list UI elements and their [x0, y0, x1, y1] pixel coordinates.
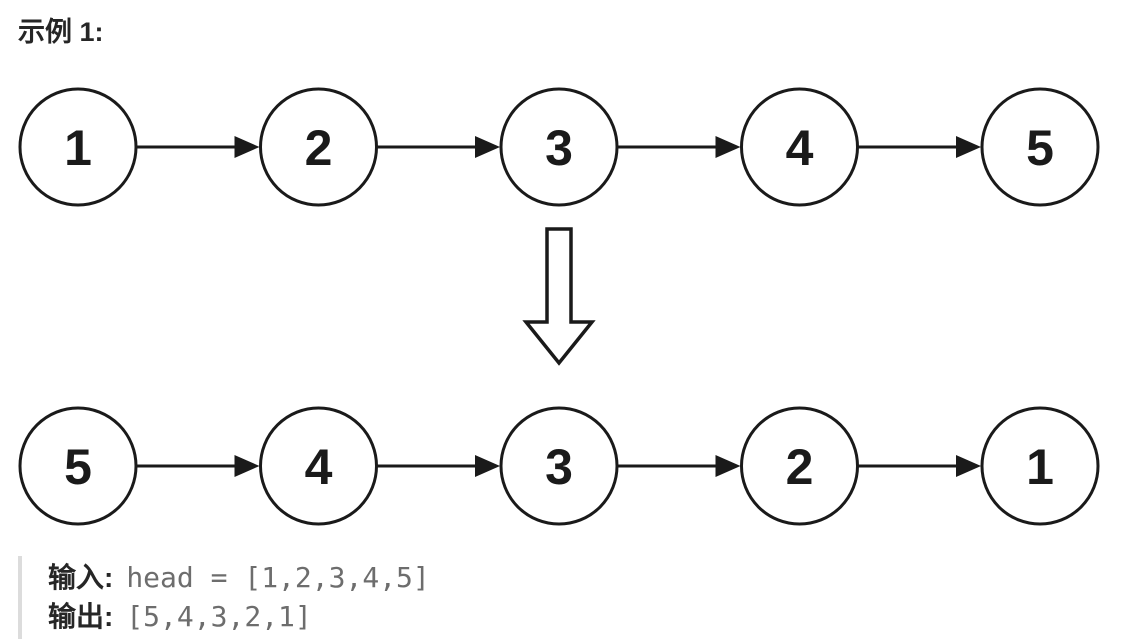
node-value: 2	[305, 120, 333, 176]
node-value: 4	[786, 120, 814, 176]
right-arrow-icon	[234, 136, 260, 158]
input-label: 输入:	[48, 562, 114, 593]
list-node	[259, 406, 378, 526]
right-arrow-icon	[475, 455, 500, 477]
right-arrow-icon	[956, 455, 981, 477]
input-value: head = [1,2,3,4,5]	[126, 561, 430, 594]
list-node	[980, 87, 1100, 207]
node-value: 3	[545, 439, 573, 495]
output-line: 输出: [5,4,3,2,1]	[48, 597, 1133, 636]
list-node	[740, 406, 859, 526]
output-value: [5,4,3,2,1]	[126, 600, 312, 633]
output-label: 输出:	[48, 601, 114, 632]
original-list-row: 1 2 3 4 5	[18, 87, 1100, 207]
list-node	[740, 87, 859, 207]
reversed-list-row: 5 4 3 2 1	[18, 406, 1100, 526]
node-value: 5	[1026, 120, 1054, 176]
right-arrow-icon	[234, 455, 260, 477]
linked-list-diagram: 1 2 3 4 5 5 4 3 2 1	[18, 87, 1100, 526]
node-value: 2	[786, 439, 814, 495]
node-value: 1	[1026, 439, 1054, 495]
example-io-block: 输入: head = [1,2,3,4,5] 输出: [5,4,3,2,1]	[18, 556, 1133, 639]
right-arrow-icon	[715, 455, 741, 477]
list-node	[18, 406, 138, 526]
node-value: 4	[305, 439, 333, 495]
node-value: 3	[545, 120, 573, 176]
input-line: 输入: head = [1,2,3,4,5]	[48, 558, 1133, 597]
right-arrow-icon	[956, 136, 981, 158]
list-node	[499, 406, 619, 526]
list-node	[499, 87, 619, 207]
right-arrow-icon	[475, 136, 500, 158]
list-node	[18, 87, 138, 207]
list-node	[259, 87, 378, 207]
down-arrow-icon	[522, 227, 596, 366]
node-value: 5	[64, 439, 92, 495]
example-heading: 示例 1:	[18, 17, 104, 47]
right-arrow-icon	[715, 136, 741, 158]
node-value: 1	[64, 120, 92, 176]
list-node	[980, 406, 1100, 526]
